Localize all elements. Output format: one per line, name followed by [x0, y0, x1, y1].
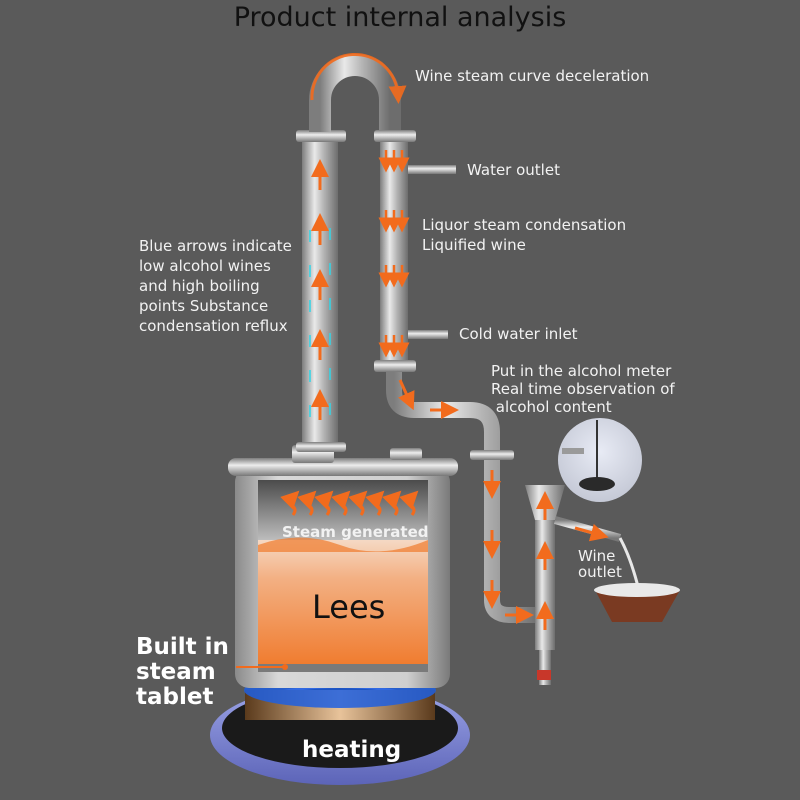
condenser — [374, 130, 456, 372]
steam-tablet — [258, 664, 428, 672]
boiler-pot — [228, 445, 458, 688]
label-meter-2: Real time observation of — [491, 380, 675, 398]
label-steam-tablet-2: steam — [136, 659, 216, 685]
label-steam-tablet-3: tablet — [136, 684, 214, 710]
label-steam-generated: Steam generated — [282, 523, 429, 541]
label-lees: Lees — [312, 588, 386, 626]
wine-bowl — [594, 583, 680, 622]
label-blue-arrows-3: and high boiling — [139, 277, 260, 295]
label-steam-tablet-1: Built in — [136, 634, 229, 660]
heating-base — [210, 672, 470, 785]
water-outlet-pipe — [408, 165, 456, 174]
label-curve-deceleration: Wine steam curve deceleration — [415, 67, 650, 85]
label-blue-arrows-1: Blue arrows indicate — [139, 237, 292, 255]
cold-water-inlet-pipe — [408, 330, 448, 339]
label-wine-outlet-2: outlet — [578, 563, 622, 581]
label-wine-outlet-1: Wine — [578, 547, 616, 565]
label-condensation-1: Liquor steam condensation — [422, 216, 627, 234]
label-blue-arrows-2: low alcohol wines — [139, 257, 271, 275]
alcohol-meter-inset — [558, 418, 642, 502]
outlet-pipe — [386, 372, 642, 685]
label-meter-1: Put in the alcohol meter — [491, 362, 672, 380]
steam-arrows — [280, 490, 419, 516]
page-title: Product internal analysis — [233, 2, 567, 33]
label-blue-arrows-4: points Substance — [139, 297, 269, 315]
label-blue-arrows-5: condensation reflux — [139, 317, 288, 335]
label-condensation-2: Liquified wine — [422, 236, 526, 254]
label-heating: heating — [302, 737, 402, 763]
column-arrows — [309, 159, 331, 420]
valve — [537, 670, 551, 680]
label-cold-water-inlet: Cold water inlet — [459, 325, 578, 343]
label-meter-3: alcohol content — [491, 398, 612, 416]
label-water-outlet: Water outlet — [467, 161, 560, 179]
